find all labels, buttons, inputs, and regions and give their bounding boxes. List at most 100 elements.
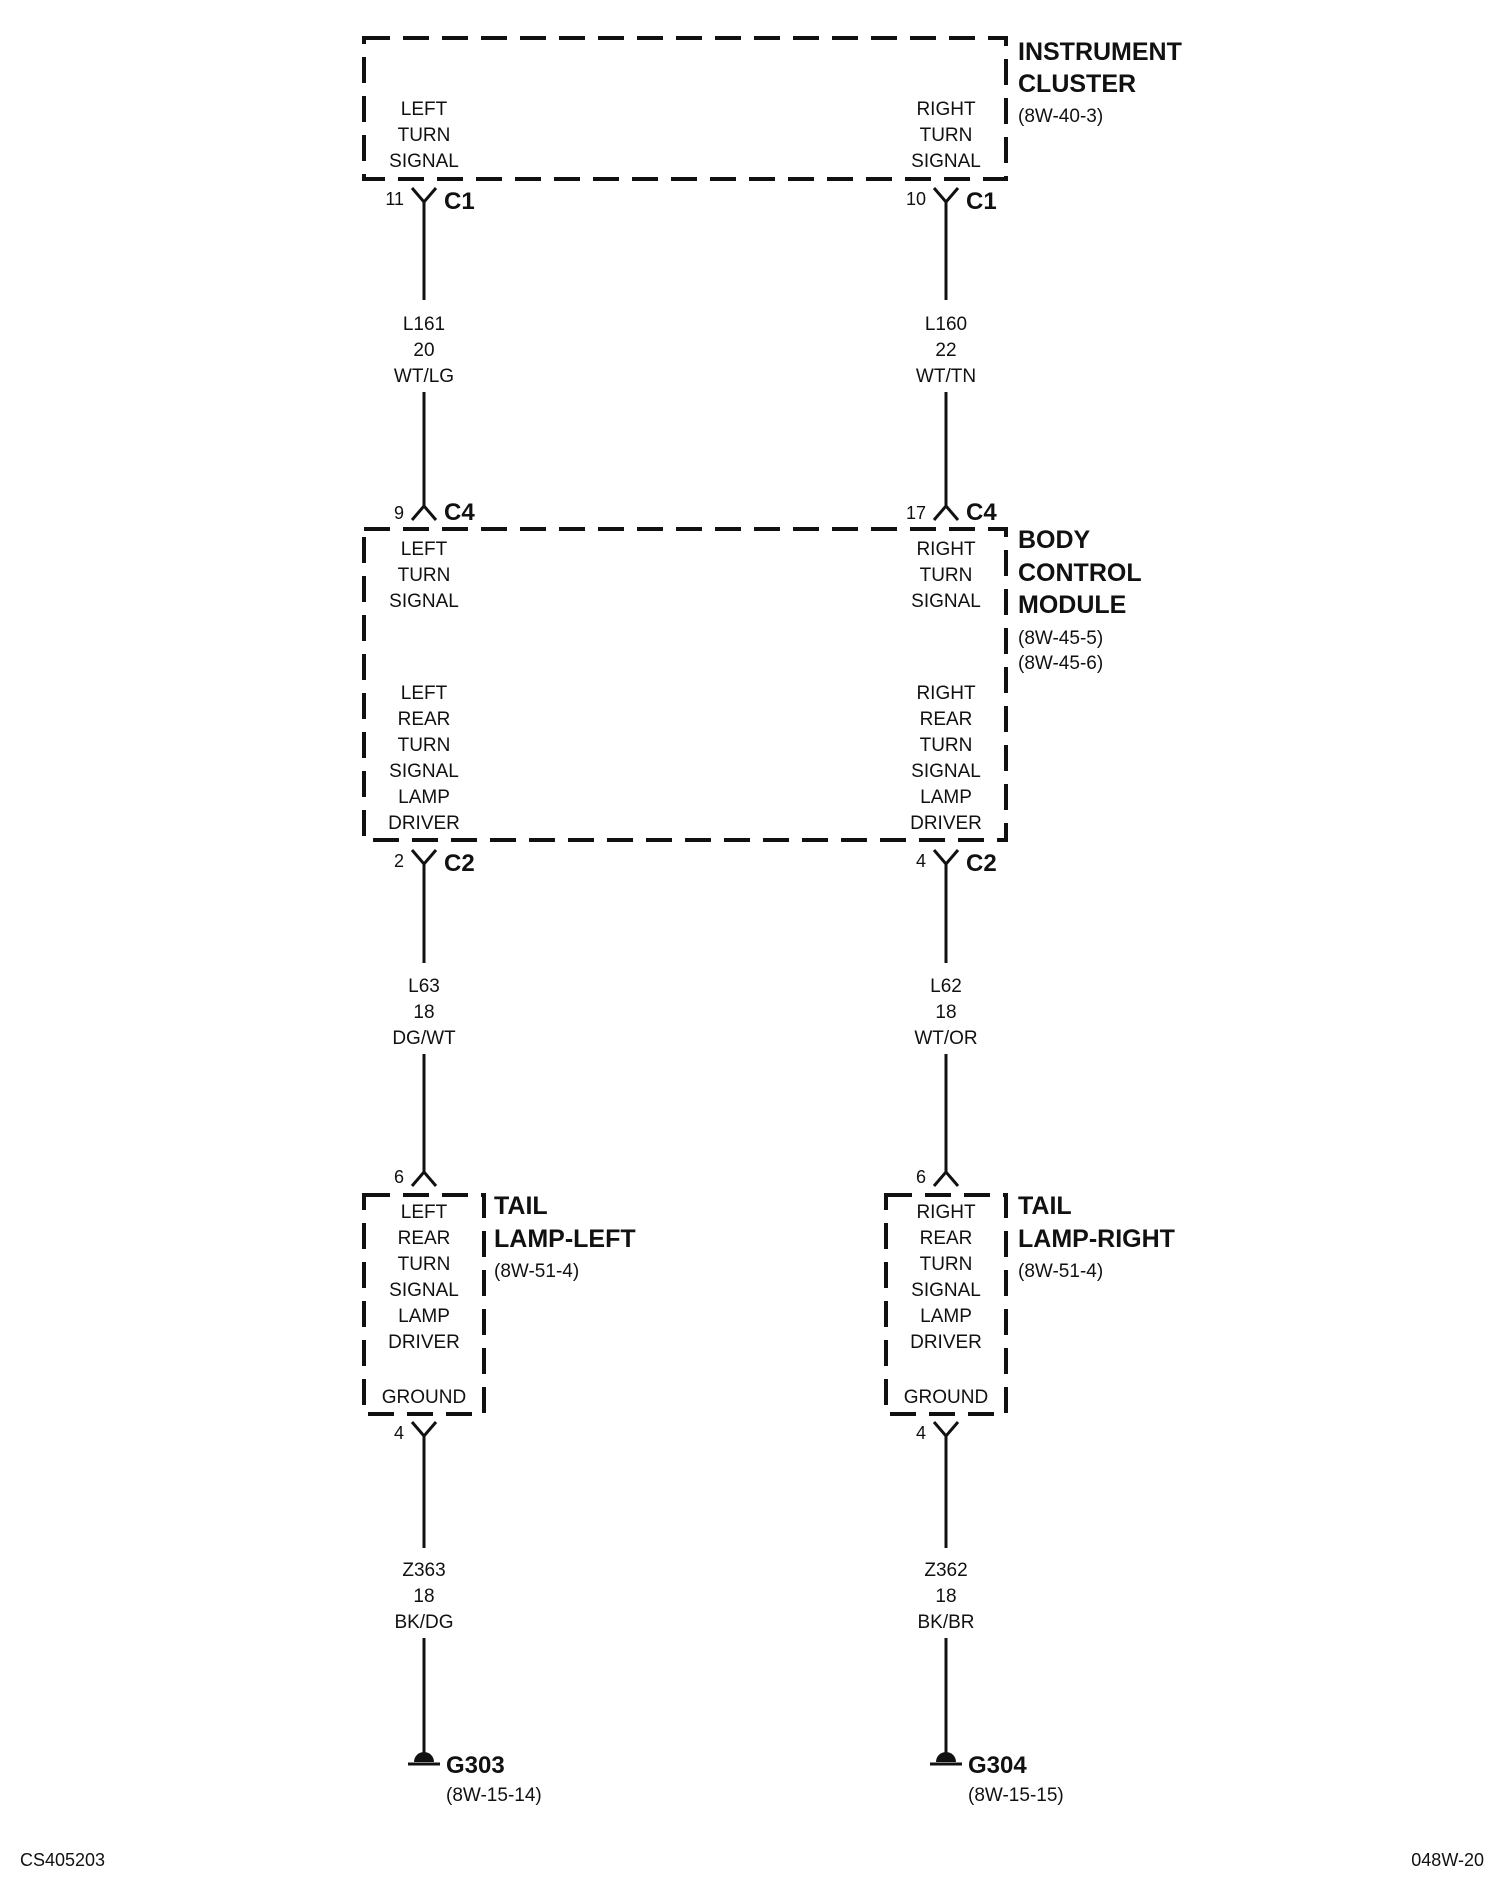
wire-z363: Z363 18 BK/DG [394,1446,454,1760]
instrument-cluster-ref: (8W-40-3) [1018,106,1103,127]
connector-pin: 2 [394,851,404,871]
bcm-title-line1: BODY [1018,526,1091,554]
connector-male-icon [932,1169,960,1187]
connector-bcm-bottom-right: 4 C2 [916,849,997,877]
ic-right-label-1: RIGHT [916,99,976,120]
bcm-ref-2: (8W-45-6) [1018,653,1103,674]
bcm-right-bottom-label-6: DRIVER [910,813,982,834]
connector-name: C4 [444,499,475,526]
wire-gauge: 20 [413,340,434,361]
connector-ic-left: 11 C1 [385,187,475,215]
connector-pin: 6 [916,1167,926,1187]
connector-pin: 6 [394,1167,404,1187]
tail-right-label-2: REAR [920,1228,973,1249]
bcm-left-bottom-label-4: SIGNAL [389,761,459,782]
bcm-left-top-label-3: SIGNAL [389,591,459,612]
tail-right-label-3: TURN [920,1254,973,1275]
connector-male-icon [932,503,960,521]
body-control-module: BODY CONTROL MODULE (8W-45-5) (8W-45-6) … [362,526,1142,842]
bcm-right-bottom-label-4: SIGNAL [911,761,981,782]
ground-icon [936,1752,956,1762]
bcm-right-top-label-3: SIGNAL [911,591,981,612]
bcm-right-bottom-label-2: REAR [920,709,973,730]
connector-pin: 4 [916,1423,926,1443]
wire-l161: L161 20 WT/LG [394,212,454,506]
bcm-title-line2: CONTROL [1018,559,1142,587]
connector-male-icon [410,503,438,521]
ic-left-label-3: SIGNAL [389,151,459,172]
connector-male-icon [410,1169,438,1187]
wire-l160: L160 22 WT/TN [916,212,976,506]
tail-lamp-right-title-line1: TAIL [1018,1192,1072,1220]
tail-left-ground-label: GROUND [382,1387,466,1408]
tail-lamp-left: TAIL LAMP-LEFT (8W-51-4) LEFT REAR TURN … [362,1192,636,1416]
ground-ref: (8W-15-14) [446,1785,542,1806]
bcm-title-line3: MODULE [1018,591,1126,619]
bcm-left-bottom-label-2: REAR [398,709,451,730]
tail-lamp-left-title-line2: LAMP-LEFT [494,1225,636,1253]
wire-gauge: 18 [935,1002,956,1023]
tail-left-label-5: LAMP [398,1306,450,1327]
bcm-left-bottom-label-5: LAMP [398,787,450,808]
wire-circuit: L160 [925,314,967,335]
tail-lamp-right-box [884,1193,1008,1416]
ground-icon [414,1752,434,1762]
connector-tail-right-bottom: 4 [916,1421,960,1446]
connector-name: C1 [444,188,475,215]
footer-right-code: 048W-20 [1411,1850,1484,1870]
tail-lamp-right-title-line2: LAMP-RIGHT [1018,1225,1175,1253]
connector-pin: 4 [394,1423,404,1443]
connector-ic-right: 10 C1 [906,187,997,215]
connector-tail-right-top: 6 [916,1167,960,1187]
bcm-left-top-label-2: TURN [398,565,451,586]
wire-z362: Z362 18 BK/BR [917,1446,975,1760]
ground-g304: G304 (8W-15-15) [930,1752,1064,1806]
ic-left-label-2: TURN [398,125,451,146]
connector-bcm-top-right: 17 C4 [906,499,997,526]
tail-left-label-2: REAR [398,1228,451,1249]
connector-female-icon [932,1421,960,1446]
instrument-cluster-title-line2: CLUSTER [1018,70,1136,98]
connector-tail-left-top: 6 [394,1167,438,1187]
ic-left-label-1: LEFT [401,99,448,120]
ground-ref: (8W-15-15) [968,1785,1064,1806]
instrument-cluster: INSTRUMENT CLUSTER (8W-40-3) LEFT TURN S… [362,36,1182,181]
connector-pin: 4 [916,851,926,871]
bcm-right-bottom-label-1: RIGHT [916,683,976,704]
wire-l63: L63 18 DG/WT [392,874,456,1172]
bcm-left-top-label-1: LEFT [401,539,448,560]
wire-color: BK/DG [394,1612,453,1633]
connector-female-icon [410,187,438,212]
tail-right-ground-label: GROUND [904,1387,988,1408]
tail-left-label-4: SIGNAL [389,1280,459,1301]
tail-left-label-6: DRIVER [388,1332,460,1353]
bcm-left-bottom-label-3: TURN [398,735,451,756]
connector-name: C4 [966,499,997,526]
bcm-right-top-label-1: RIGHT [916,539,976,560]
connector-name: C1 [966,188,997,215]
wire-gauge: 18 [413,1002,434,1023]
wire-circuit: Z363 [402,1560,445,1581]
body-control-module-box [362,527,1008,842]
connector-pin: 9 [394,503,404,523]
tail-right-label-5: LAMP [920,1306,972,1327]
bcm-left-bottom-label-1: LEFT [401,683,448,704]
footer-left-code: CS405203 [20,1850,105,1870]
bcm-right-bottom-label-3: TURN [920,735,973,756]
wire-gauge: 22 [935,340,956,361]
connector-bcm-bottom-left: 2 C2 [394,849,475,877]
connector-pin: 11 [385,189,404,209]
wire-circuit: L161 [403,314,445,335]
connector-female-icon [932,849,960,874]
connector-female-icon [410,849,438,874]
wire-gauge: 18 [413,1586,434,1607]
connector-name: C2 [444,850,475,877]
connector-pin: 10 [906,189,926,209]
tail-lamp-left-title-line1: TAIL [494,1192,548,1220]
instrument-cluster-title-line1: INSTRUMENT [1018,38,1182,66]
ic-right-label-2: TURN [920,125,973,146]
wire-color: BK/BR [917,1612,974,1633]
connector-pin: 17 [906,503,926,523]
ground-g303: G303 (8W-15-14) [408,1752,542,1806]
